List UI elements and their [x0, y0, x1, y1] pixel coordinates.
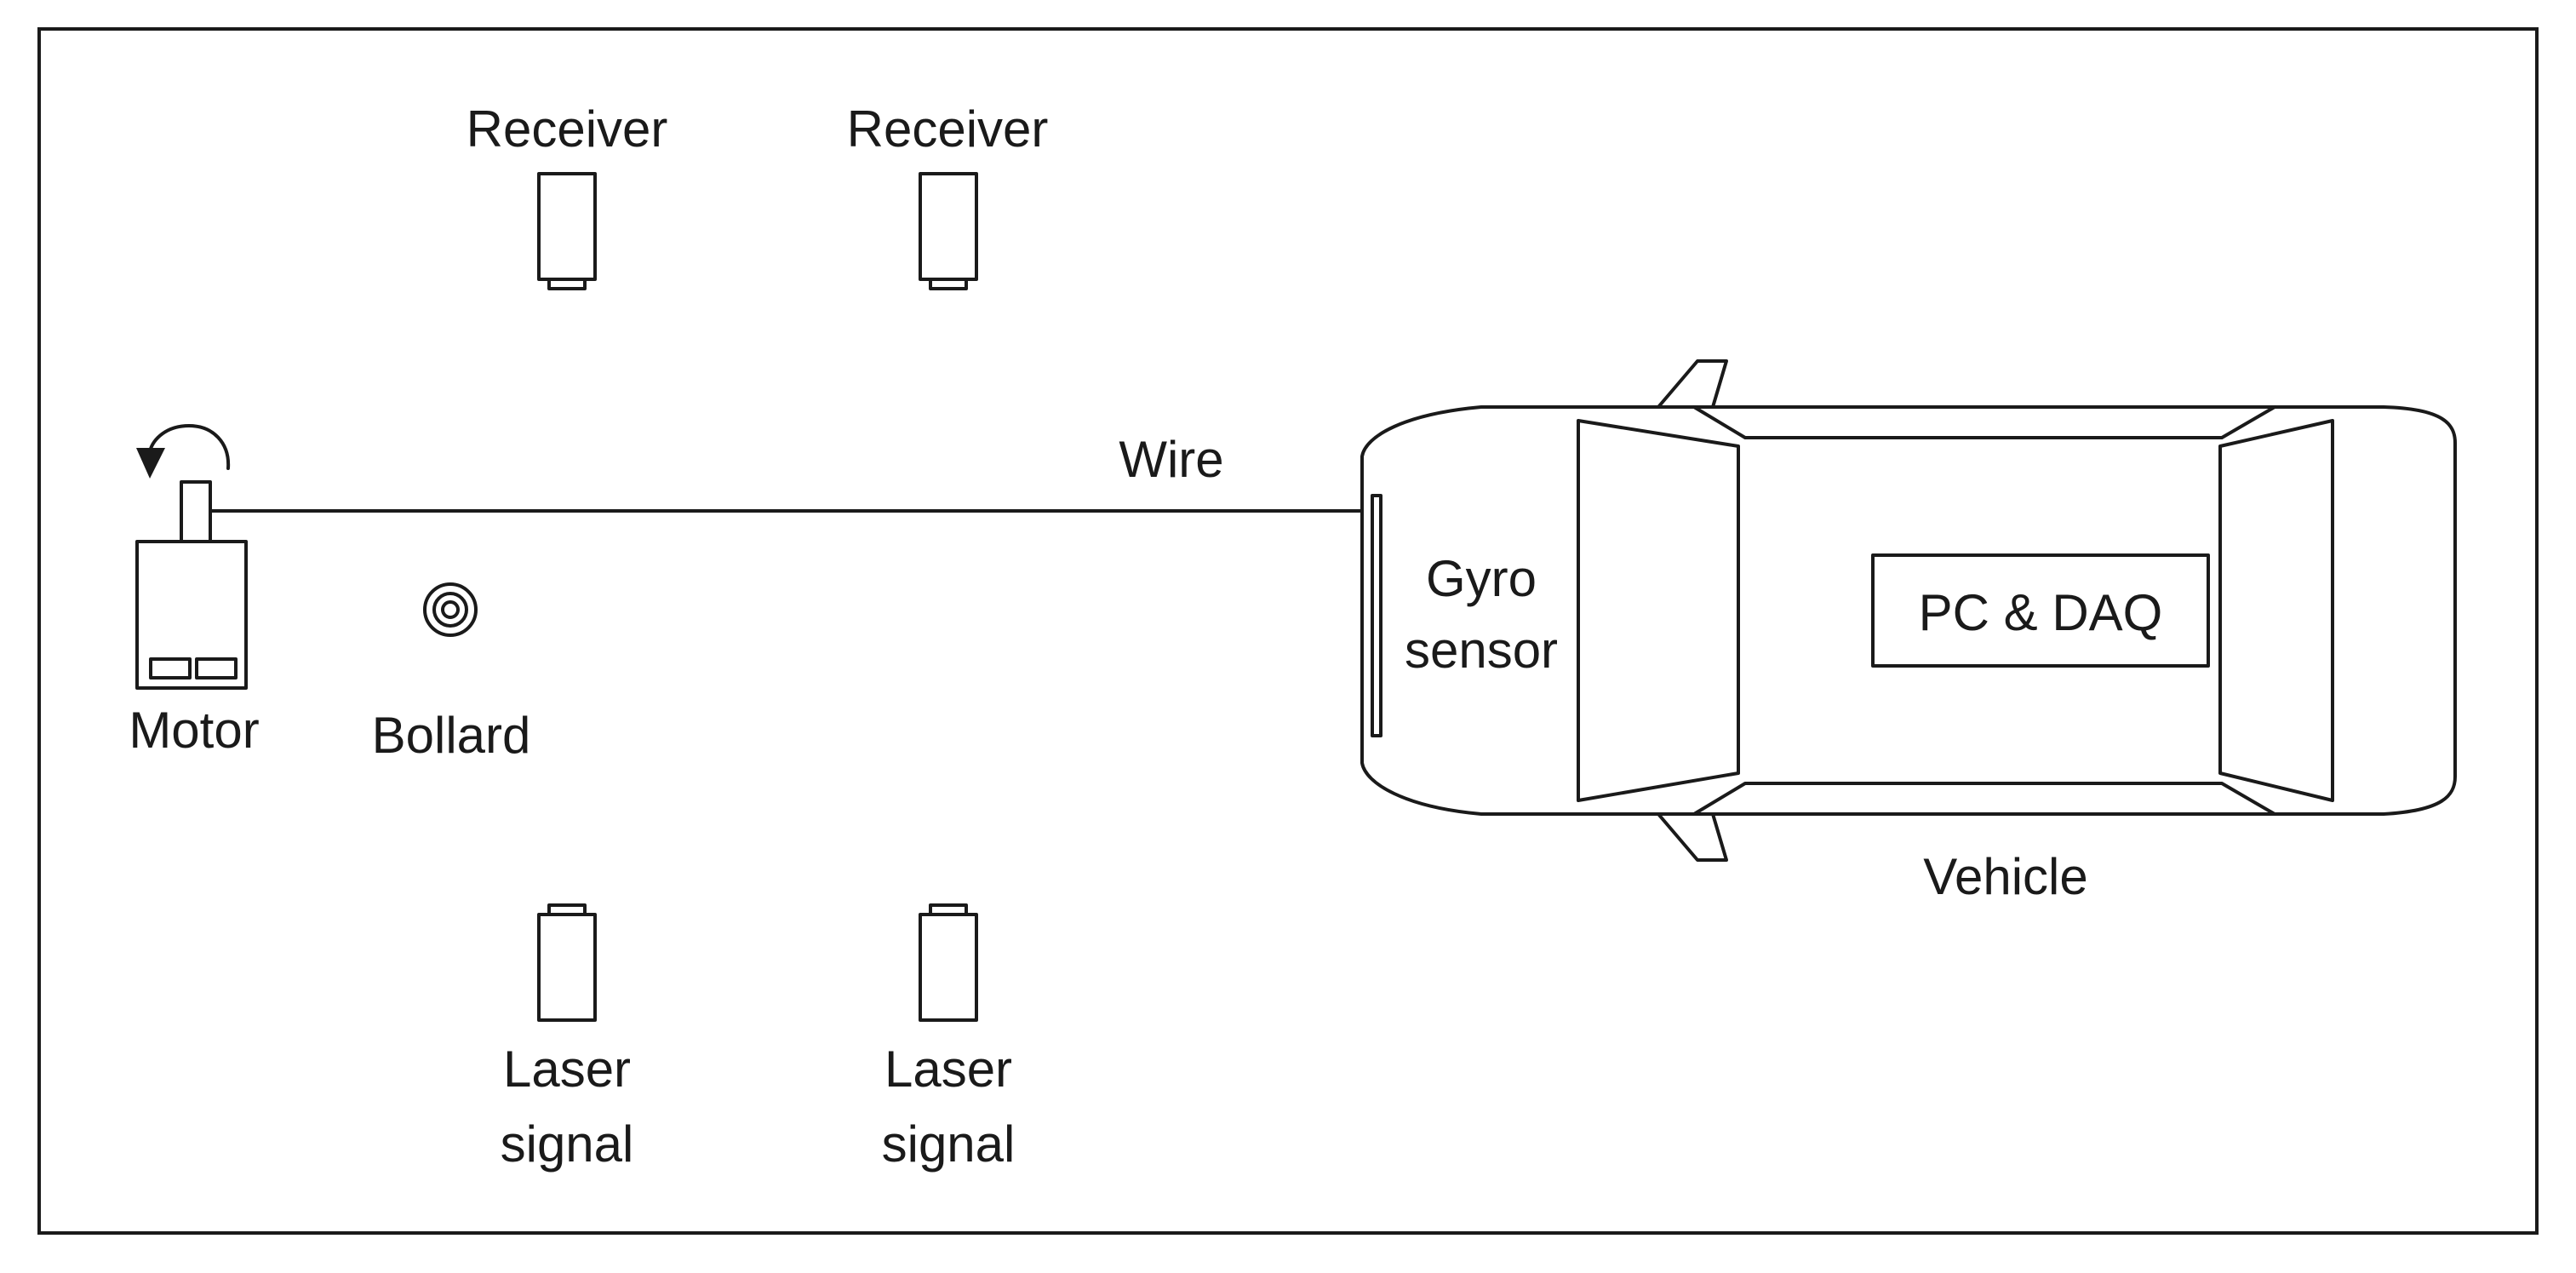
laser-signal-2 — [919, 903, 978, 1022]
vehicle-side-window-bottom — [1692, 782, 2276, 816]
vehicle-mirror-bottom — [1657, 812, 1728, 862]
bollard-label: Bollard — [372, 707, 531, 764]
vehicle-mirror-top — [1657, 359, 1728, 409]
vehicle-label: Vehicle — [1923, 848, 2087, 905]
gyro-label-line1: Gyro — [1426, 550, 1537, 607]
receiver-2 — [919, 172, 978, 290]
laser-2-label-line1: Laser — [884, 1041, 1012, 1098]
laser-1-label-line2: signal — [501, 1115, 634, 1173]
wire-label: Wire — [1119, 431, 1223, 488]
laser-1-label-line1: Laser — [503, 1041, 631, 1098]
pc-daq-box — [1871, 553, 2210, 668]
laser-2-label-line2: signal — [882, 1115, 1016, 1173]
vehicle-windshield-rear — [2218, 419, 2334, 802]
motor — [135, 480, 248, 690]
gyro-sensor-bar — [1371, 494, 1382, 737]
pc-daq-label: PC & DAQ — [1919, 584, 2163, 641]
receiver-1-label: Receiver — [467, 100, 668, 158]
bollard-icon — [423, 582, 478, 637]
receiver-1 — [537, 172, 597, 290]
diagram-border — [37, 27, 2539, 1235]
motor-label: Motor — [129, 702, 259, 759]
receiver-2-label: Receiver — [847, 100, 1049, 158]
vehicle-side-window-top — [1692, 405, 2276, 439]
vehicle — [1360, 359, 2457, 862]
rotation-arrow-icon — [136, 424, 231, 479]
laser-signal-1 — [537, 903, 597, 1022]
gyro-label-line2: sensor — [1405, 622, 1558, 679]
vehicle-windshield-front — [1577, 419, 1740, 802]
